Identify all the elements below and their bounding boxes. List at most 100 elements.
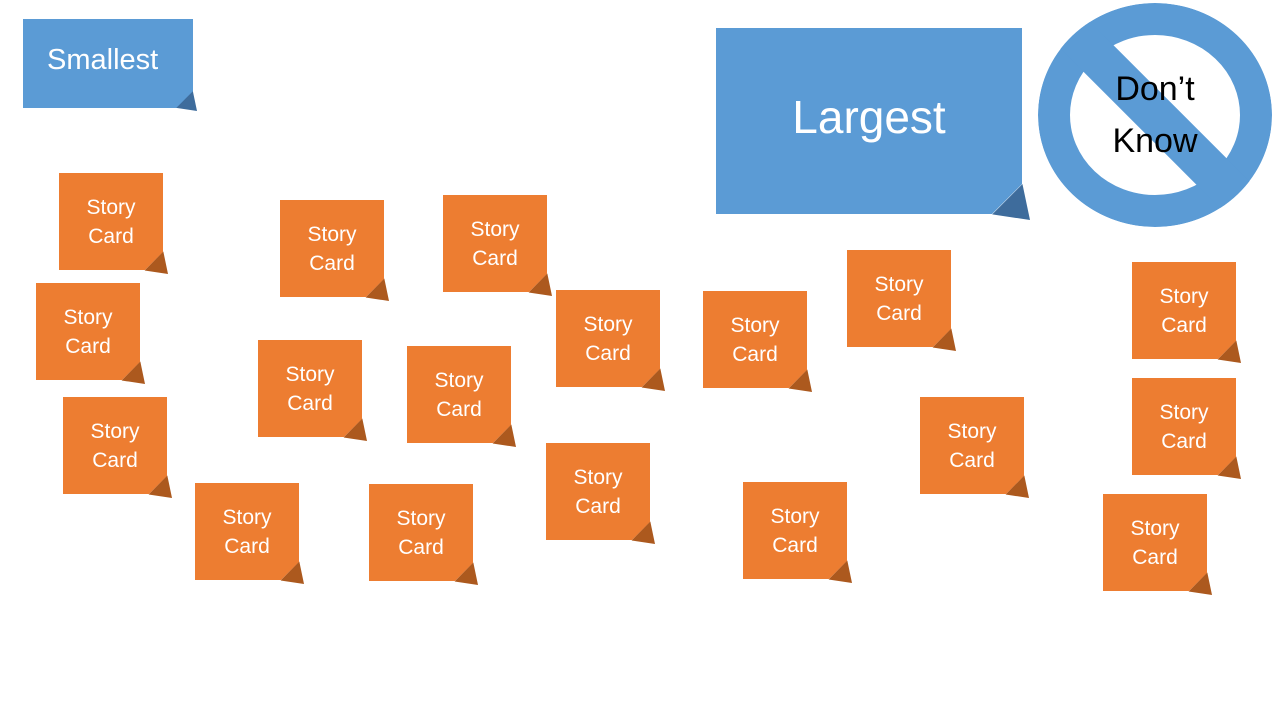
story-card-line1: Story bbox=[947, 419, 997, 443]
no-symbol-icon bbox=[1038, 3, 1272, 227]
story-card-fill bbox=[63, 397, 167, 494]
story-card-line1: Story bbox=[90, 419, 140, 443]
story-card-label: Story Card bbox=[36, 283, 140, 380]
story-card-line1: Story bbox=[1159, 400, 1209, 424]
story-card-4[interactable]: Story Card bbox=[280, 200, 389, 301]
story-card-10[interactable]: Story Card bbox=[556, 290, 665, 391]
story-card-8[interactable]: Story Card bbox=[407, 346, 516, 447]
story-card-line1: Story bbox=[573, 465, 623, 489]
story-card-line2: Card bbox=[224, 534, 270, 558]
story-card-14[interactable]: Story Card bbox=[847, 250, 956, 351]
story-card-fill bbox=[443, 195, 547, 292]
story-card-label: Story Card bbox=[920, 397, 1024, 494]
story-card-line2: Card bbox=[575, 494, 621, 518]
story-card-line1: Story bbox=[470, 217, 520, 241]
story-card-11[interactable]: Story Card bbox=[546, 443, 655, 544]
largest-note[interactable]: Largest bbox=[716, 28, 1030, 220]
story-card-17[interactable]: Story Card bbox=[1132, 378, 1241, 479]
largest-label: Largest bbox=[792, 91, 946, 143]
story-card-9[interactable]: Story Card bbox=[369, 484, 478, 585]
story-card-fill bbox=[195, 483, 299, 580]
dont-know-line1: Don’t bbox=[1115, 70, 1195, 108]
story-card-7[interactable]: Story Card bbox=[443, 195, 552, 296]
story-card-line1: Story bbox=[285, 362, 335, 386]
story-card-fill bbox=[280, 200, 384, 297]
story-card-5[interactable]: Story Card bbox=[258, 340, 367, 441]
story-card-2[interactable]: Story Card bbox=[36, 283, 145, 384]
story-card-label: Story Card bbox=[258, 340, 362, 437]
story-card-fill bbox=[258, 340, 362, 437]
story-card-label: Story Card bbox=[195, 483, 299, 580]
story-card-line2: Card bbox=[1161, 313, 1207, 337]
story-card-line1: Story bbox=[63, 305, 113, 329]
story-card-12[interactable]: Story Card bbox=[703, 291, 812, 392]
story-card-fill bbox=[407, 346, 511, 443]
story-card-3[interactable]: Story Card bbox=[63, 397, 172, 498]
story-card-fill bbox=[556, 290, 660, 387]
story-card-line2: Card bbox=[876, 301, 922, 325]
story-card-label: Story Card bbox=[556, 290, 660, 387]
story-card-line2: Card bbox=[585, 341, 631, 365]
dont-know-sign[interactable]: Don’t Know bbox=[1038, 3, 1272, 227]
story-card-line2: Card bbox=[949, 448, 995, 472]
story-card-fill bbox=[847, 250, 951, 347]
story-card-line2: Card bbox=[732, 342, 778, 366]
story-card-6[interactable]: Story Card bbox=[195, 483, 304, 584]
story-card-label: Story Card bbox=[1132, 378, 1236, 475]
largest-note-fill bbox=[716, 28, 1022, 214]
story-card-line2: Card bbox=[472, 246, 518, 270]
story-card-label: Story Card bbox=[59, 173, 163, 270]
story-card-label: Story Card bbox=[546, 443, 650, 540]
story-card-label: Story Card bbox=[1132, 262, 1236, 359]
story-card-fill bbox=[743, 482, 847, 579]
smallest-note[interactable]: Smallest bbox=[23, 19, 197, 111]
story-card-line1: Story bbox=[86, 195, 136, 219]
story-card-line2: Card bbox=[1132, 545, 1178, 569]
story-card-fill bbox=[1132, 262, 1236, 359]
story-card-line1: Story bbox=[434, 368, 484, 392]
story-card-fill bbox=[369, 484, 473, 581]
story-card-label: Story Card bbox=[369, 484, 473, 581]
story-card-label: Story Card bbox=[847, 250, 951, 347]
story-card-fill bbox=[546, 443, 650, 540]
story-card-line2: Card bbox=[88, 224, 134, 248]
story-card-line1: Story bbox=[1159, 284, 1209, 308]
story-card-line1: Story bbox=[1130, 516, 1180, 540]
story-card-1[interactable]: Story Card bbox=[59, 173, 168, 274]
story-card-line1: Story bbox=[770, 504, 820, 528]
story-card-line2: Card bbox=[436, 397, 482, 421]
story-card-line2: Card bbox=[92, 448, 138, 472]
story-card-line2: Card bbox=[287, 391, 333, 415]
story-card-fill bbox=[1103, 494, 1207, 591]
story-card-line1: Story bbox=[222, 505, 272, 529]
story-card-line2: Card bbox=[398, 535, 444, 559]
story-card-label: Story Card bbox=[1103, 494, 1207, 591]
story-card-fill bbox=[920, 397, 1024, 494]
story-card-18[interactable]: Story Card bbox=[1103, 494, 1212, 595]
story-card-13[interactable]: Story Card bbox=[743, 482, 852, 583]
story-card-line1: Story bbox=[730, 313, 780, 337]
story-card-line1: Story bbox=[307, 222, 357, 246]
dont-know-label: Don’t Know bbox=[1038, 3, 1272, 227]
story-card-line1: Story bbox=[396, 506, 446, 530]
story-card-line2: Card bbox=[1161, 429, 1207, 453]
story-card-label: Story Card bbox=[743, 482, 847, 579]
story-card-15[interactable]: Story Card bbox=[920, 397, 1029, 498]
story-card-line2: Card bbox=[309, 251, 355, 275]
story-card-fill bbox=[59, 173, 163, 270]
story-card-line1: Story bbox=[874, 272, 924, 296]
story-card-line2: Card bbox=[772, 533, 818, 557]
smallest-note-fill bbox=[23, 19, 193, 108]
dont-know-line2: Know bbox=[1112, 122, 1198, 160]
story-card-label: Story Card bbox=[63, 397, 167, 494]
story-card-label: Story Card bbox=[280, 200, 384, 297]
story-card-label: Story Card bbox=[443, 195, 547, 292]
story-card-fill bbox=[1132, 378, 1236, 475]
story-card-label: Story Card bbox=[703, 291, 807, 388]
smallest-label: Smallest bbox=[47, 43, 159, 76]
story-card-16[interactable]: Story Card bbox=[1132, 262, 1241, 363]
story-card-line2: Card bbox=[65, 334, 111, 358]
story-card-fill bbox=[703, 291, 807, 388]
story-card-fill bbox=[36, 283, 140, 380]
